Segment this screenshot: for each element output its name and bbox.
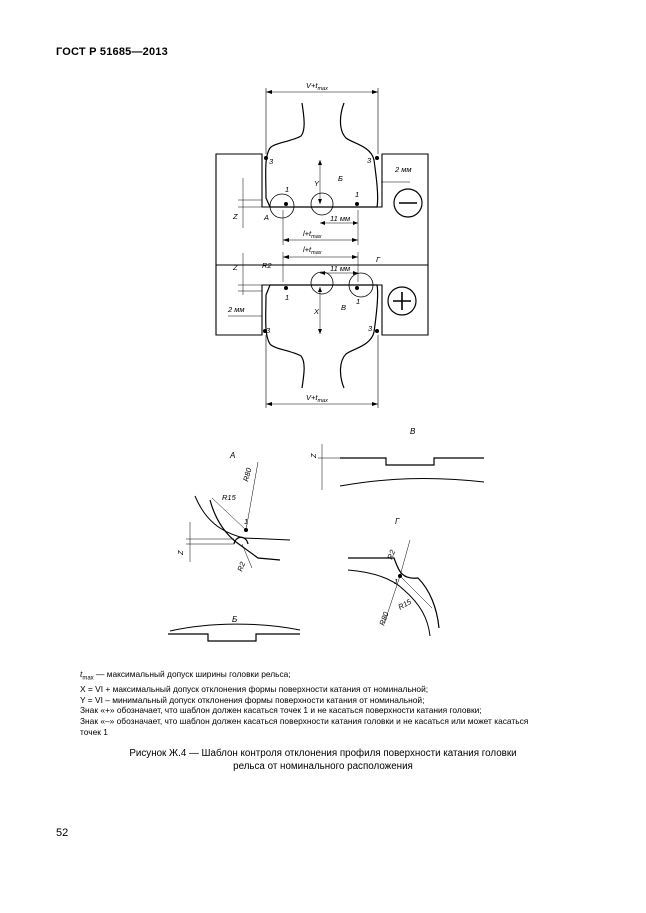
lower-rail-profile (265, 284, 379, 389)
svg-text:R15: R15 (222, 493, 237, 502)
lower-template-block (215, 265, 429, 336)
svg-text:В: В (341, 303, 346, 312)
svg-text:11 мм: 11 мм (330, 264, 350, 273)
svg-text:А: А (263, 213, 269, 222)
svg-text:1: 1 (285, 293, 289, 302)
detail-b-surface (169, 623, 301, 632)
legend-line-4: Знак «+» обозначает, что шаблон должен к… (80, 705, 482, 716)
svg-text:А: А (229, 451, 235, 460)
svg-text:Z: Z (232, 212, 238, 221)
svg-text:1: 1 (244, 517, 248, 526)
svg-text:X: X (313, 307, 320, 316)
svg-text:V+tmax: V+tmax (306, 393, 328, 404)
svg-text:R2: R2 (262, 261, 272, 270)
legend-line-6: точек 1 (80, 726, 108, 737)
svg-text:3: 3 (367, 156, 372, 165)
svg-text:Г: Г (395, 517, 400, 526)
legend-line-1: tmax — максимальный допуск ширины головк… (80, 669, 291, 682)
upper-template-block (215, 153, 429, 266)
svg-text:V+tmax: V+tmax (306, 81, 328, 92)
legend-line-3: Y = VI – минимальный допуск отклонения ф… (80, 694, 425, 705)
svg-text:3: 3 (269, 157, 274, 166)
svg-text:Г: Г (376, 255, 381, 264)
upper-rail-profile (265, 102, 379, 208)
detail-a-surface (194, 495, 291, 541)
svg-text:3: 3 (266, 326, 271, 335)
legend-line-2: X = VI + максимальный допуск отклонения … (80, 684, 429, 695)
detail-b-template (168, 633, 300, 642)
page-number: 52 (56, 827, 69, 839)
svg-text:R2: R2 (235, 560, 247, 573)
svg-text:R15: R15 (397, 597, 414, 612)
detail-g-surface (347, 569, 431, 637)
detail-v-surface (339, 478, 485, 487)
svg-text:1: 1 (356, 297, 360, 306)
caption-line-1: Рисунок Ж.4 — Шаблон контроля отклонения… (129, 748, 517, 759)
svg-text:Б: Б (232, 615, 237, 624)
legend-line-5: Знак «–» обозначает, что шаблон должен к… (80, 716, 529, 727)
svg-text:Б: Б (338, 174, 343, 183)
svg-text:Z: Z (176, 550, 185, 556)
svg-text:l+tmax: l+tmax (303, 229, 322, 240)
detail-g-template (348, 557, 440, 629)
legend: tmax — максимальный допуск ширины головк… (80, 669, 580, 737)
svg-text:Z: Z (232, 263, 238, 272)
figure-caption: Рисунок Ж.4 — Шаблон контроля отклонения… (60, 747, 586, 773)
svg-text:3: 3 (368, 324, 373, 333)
svg-text:R80: R80 (377, 610, 390, 627)
svg-text:11 мм: 11 мм (330, 214, 350, 223)
svg-text:R2: R2 (385, 548, 397, 561)
caption-line-2: рельса от номинального расположения (233, 761, 413, 772)
svg-text:2 мм: 2 мм (394, 165, 412, 174)
svg-text:Z: Z (309, 453, 318, 459)
svg-text:1: 1 (355, 190, 359, 199)
svg-text:2 мм: 2 мм (227, 305, 245, 314)
svg-text:1: 1 (394, 577, 398, 586)
svg-text:В: В (410, 427, 416, 436)
svg-text:1: 1 (285, 185, 289, 194)
svg-text:l+tmax: l+tmax (303, 245, 322, 256)
detail-v-template (340, 457, 484, 466)
svg-text:Y: Y (314, 179, 320, 188)
svg-text:R80: R80 (241, 466, 253, 482)
document-header: ГОСТ Р 51685—2013 (56, 46, 168, 58)
